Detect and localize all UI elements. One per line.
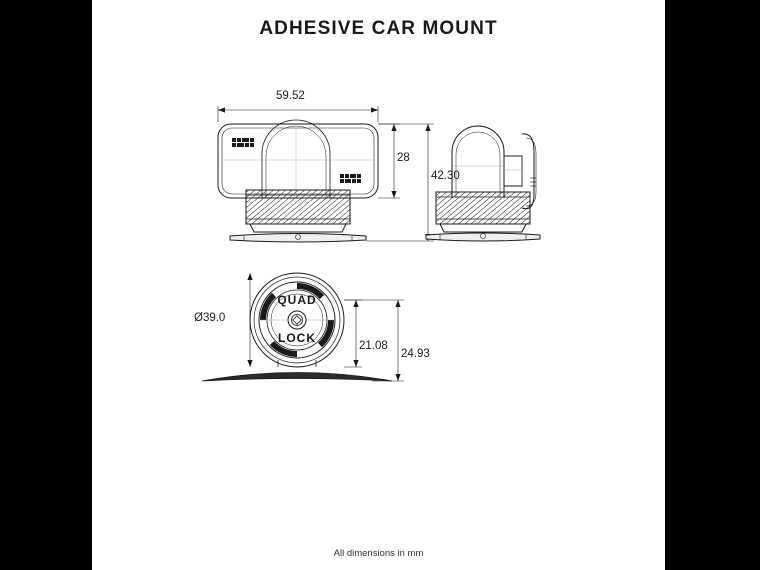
front-elevation-geometry bbox=[217, 106, 434, 243]
brand-text-top: QUAD bbox=[277, 293, 316, 307]
adhesive-base-pad bbox=[425, 232, 541, 242]
dimension-overall-height bbox=[344, 299, 404, 382]
dimension-mount-height bbox=[344, 299, 362, 368]
side-elevation-view bbox=[422, 108, 562, 248]
front-elevation-view: 59.52 28 42.30 bbox=[200, 90, 460, 250]
plan-bottom-view: QUAD LOCK bbox=[192, 268, 442, 398]
quad-lock-logo-secondary-icon bbox=[340, 174, 361, 183]
dimension-label-overall-height: 24.93 bbox=[401, 348, 430, 360]
dimension-label-case-height: 28 bbox=[397, 152, 410, 164]
plan-view-geometry: QUAD LOCK bbox=[201, 272, 404, 382]
drawing-sheet: ADHESIVE CAR MOUNT bbox=[92, 0, 665, 570]
side-elevation-geometry bbox=[425, 125, 541, 242]
footer-note: All dimensions in mm bbox=[333, 548, 424, 559]
brand-text-bottom: LOCK bbox=[278, 331, 316, 345]
adhesive-base-pad bbox=[229, 233, 367, 243]
dimension-label-total-height: 42.30 bbox=[431, 170, 460, 182]
dimension-label-diameter: Ø39.0 bbox=[194, 312, 226, 324]
dimension-diameter bbox=[247, 273, 253, 367]
dimension-label-mount-height: 21.08 bbox=[359, 340, 388, 352]
knurled-collar bbox=[435, 191, 531, 233]
knurled-collar bbox=[245, 189, 351, 233]
page-title: ADHESIVE CAR MOUNT bbox=[259, 18, 498, 39]
dimension-width bbox=[217, 106, 379, 122]
dimension-label-width: 59.52 bbox=[276, 90, 305, 102]
quad-lock-logo-icon bbox=[232, 138, 254, 147]
